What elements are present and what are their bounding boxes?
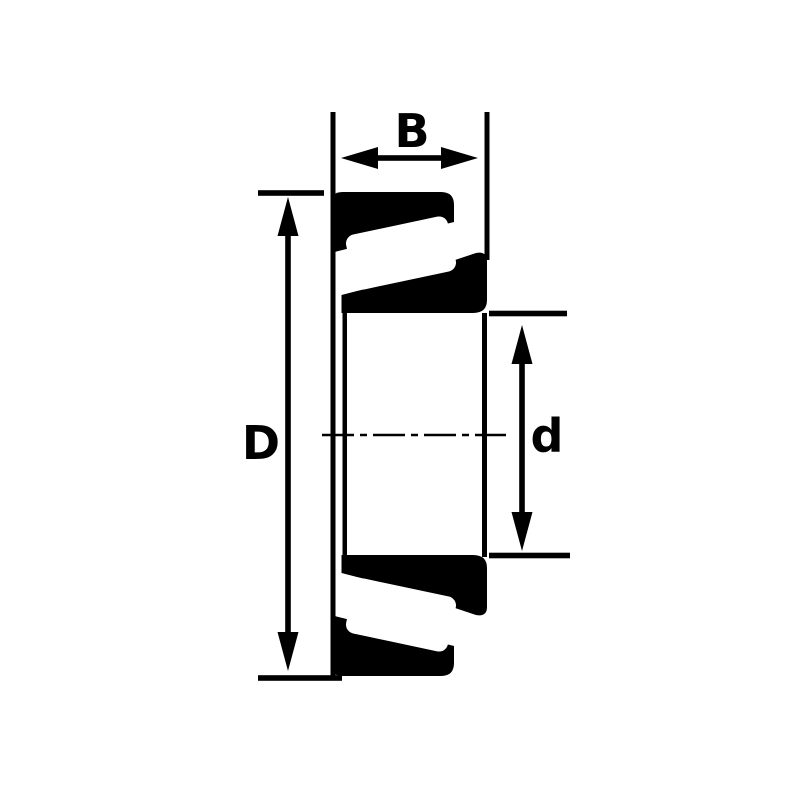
d-bore-arrowhead-bottom	[511, 512, 533, 551]
d-bore-arrowhead-top	[511, 325, 533, 364]
dimension-outer-diameter-d: D	[242, 190, 342, 681]
d-outer-tick-bottom	[258, 675, 342, 681]
d-bore-arrow-shaft	[519, 345, 525, 527]
d-outer-arrowhead-top	[277, 197, 299, 236]
tapered-roller-bottom	[345, 578, 457, 652]
inner-ring-cone-bottom	[341, 555, 487, 616]
d-bore-dimension-label: d	[531, 409, 564, 463]
b-arrowhead-right	[441, 147, 478, 169]
left-silhouette-extension-line	[330, 112, 336, 676]
d-outer-arrowhead-bottom	[277, 632, 299, 671]
ink-layer: B D d	[242, 104, 570, 681]
dimension-width-b: B	[341, 104, 478, 169]
bearing-bottom-half	[330, 555, 487, 676]
b-arrowhead-left	[341, 147, 378, 169]
inner-ring-cone-top	[341, 252, 487, 313]
right-extension-line-top	[484, 112, 490, 260]
b-arrow-shaft	[360, 155, 459, 161]
bearing-top-half	[330, 192, 487, 313]
b-dimension-label: B	[394, 104, 429, 158]
tapered-roller-top	[345, 216, 457, 290]
d-bore-tick-top	[489, 310, 567, 317]
d-outer-dimension-label: D	[242, 416, 280, 470]
d-outer-tick-top	[258, 190, 324, 196]
dimension-bore-d: d	[489, 310, 570, 559]
d-outer-arrow-shaft	[285, 215, 291, 653]
d-bore-tick-bottom	[489, 552, 570, 559]
